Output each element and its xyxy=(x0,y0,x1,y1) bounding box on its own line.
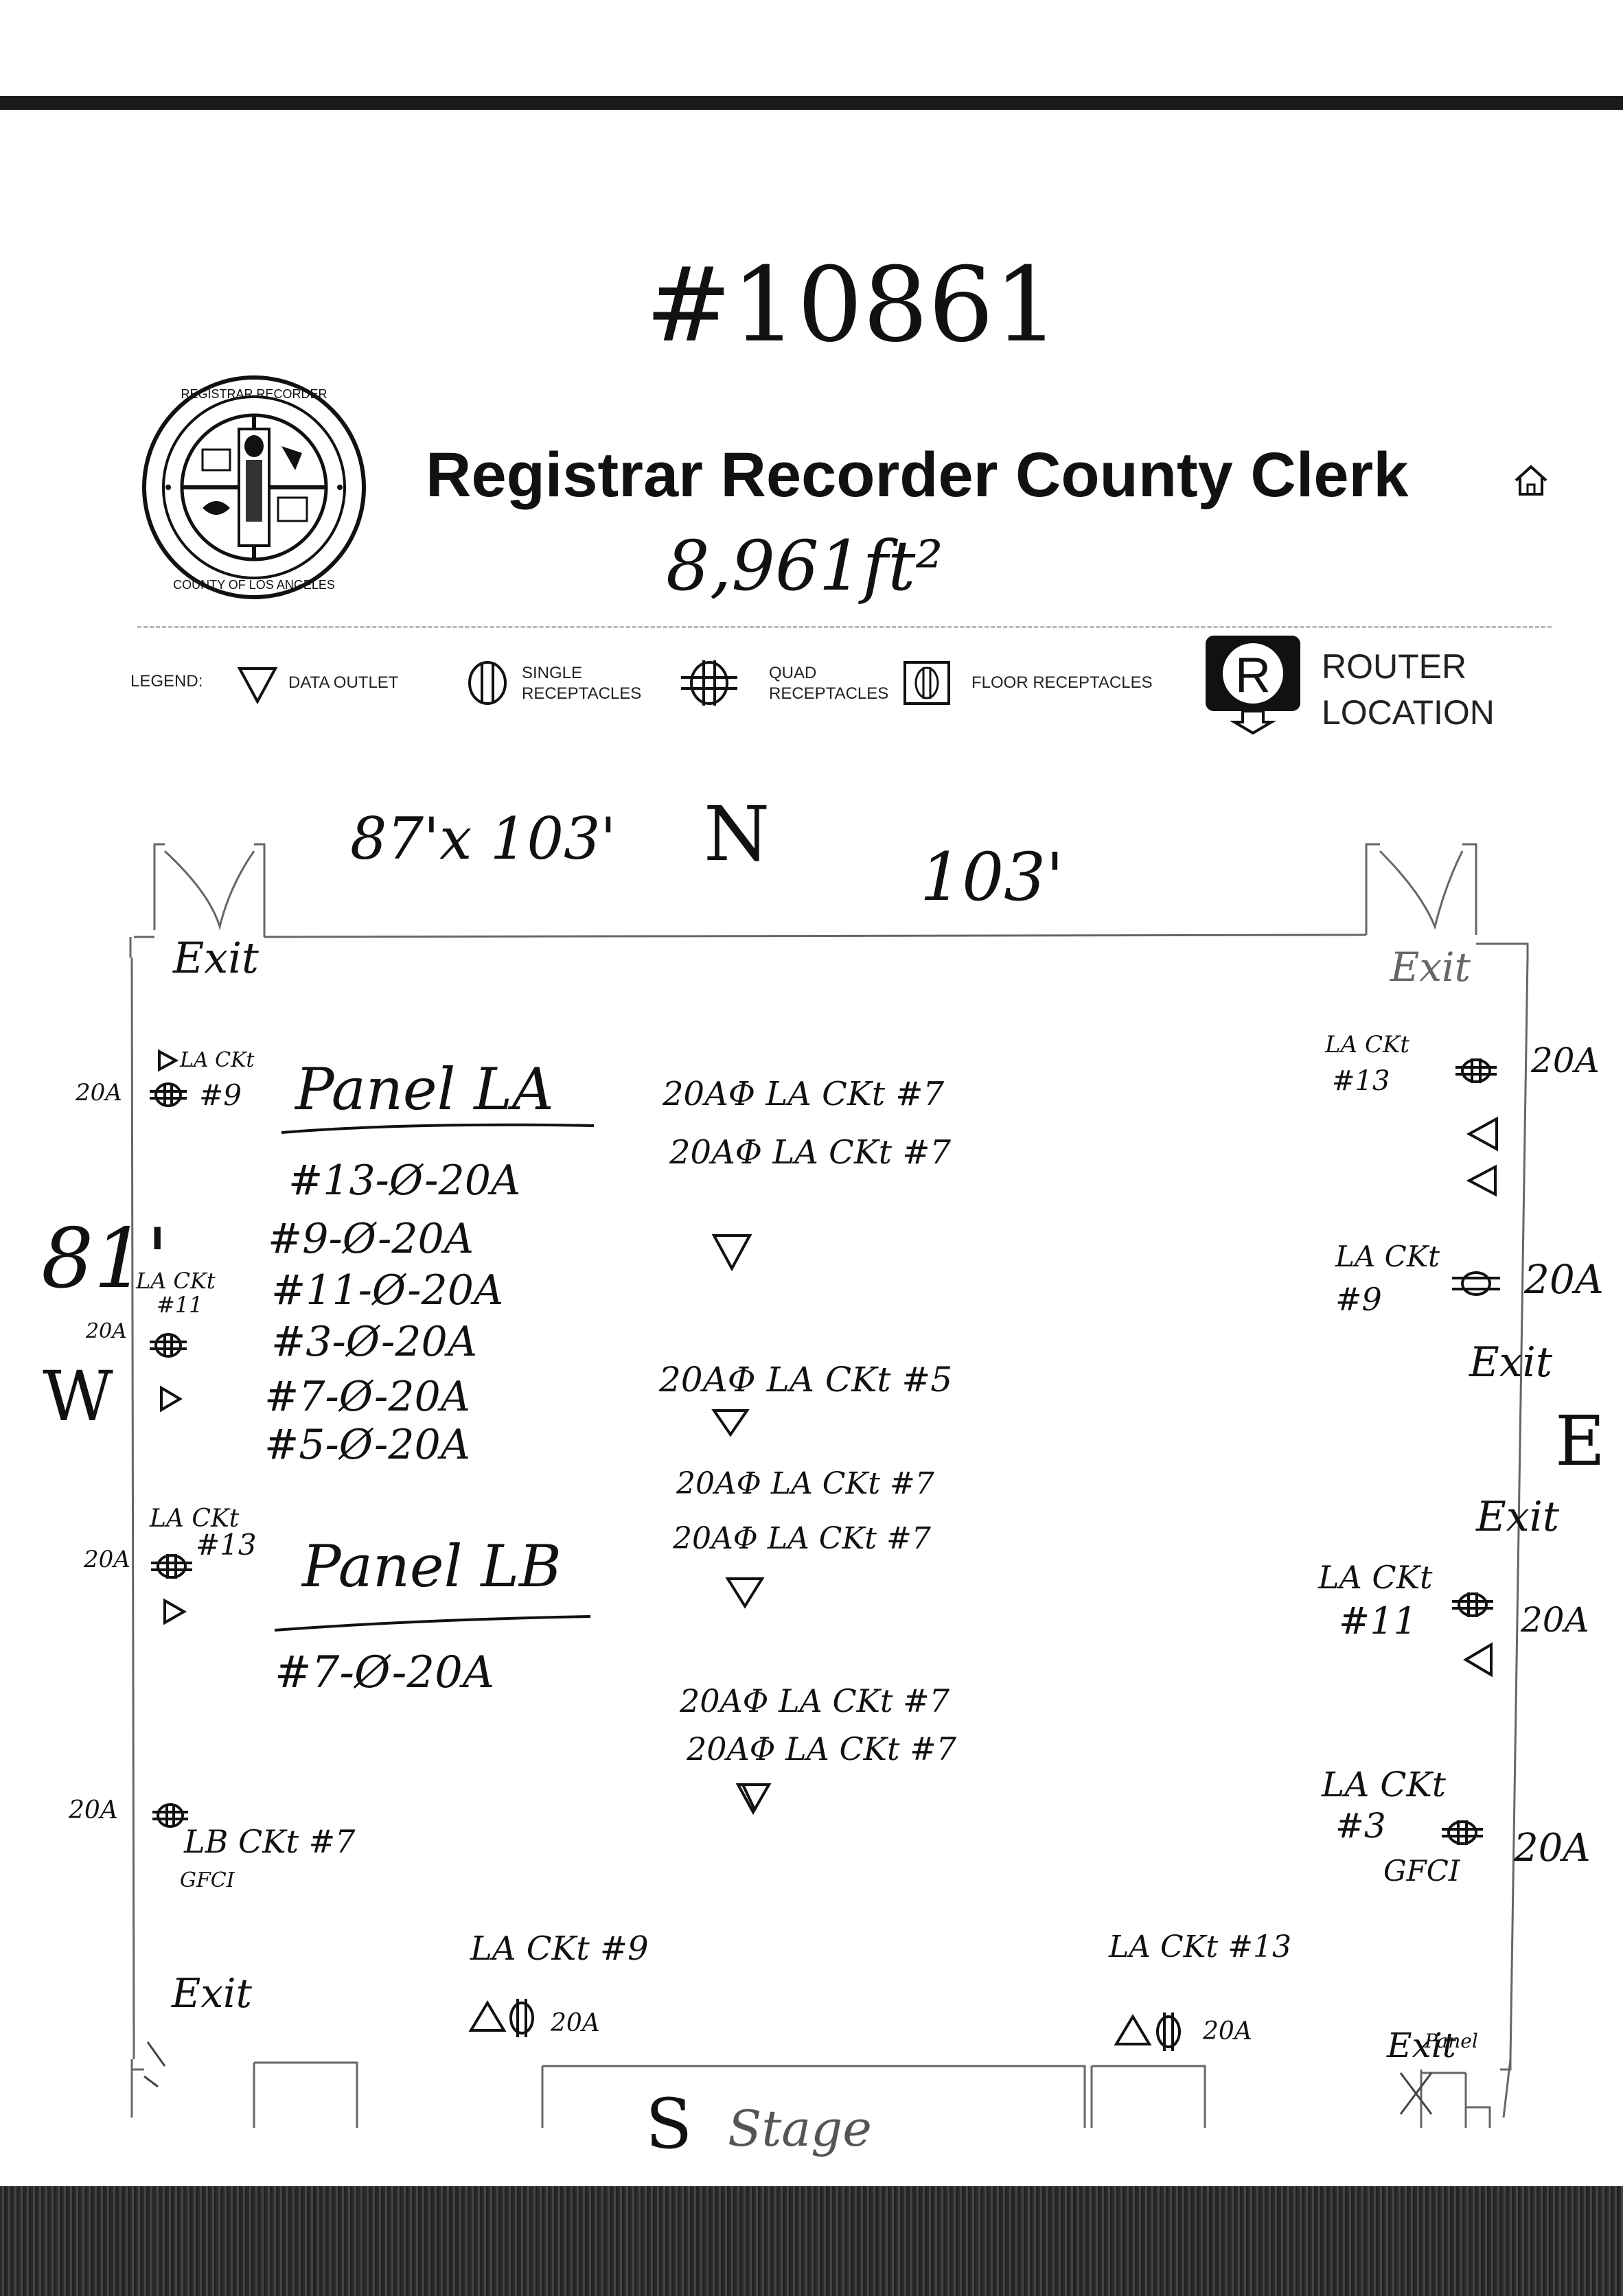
west-num-2: #11 xyxy=(157,1292,203,1318)
east-ckt-2: LA CKt xyxy=(1335,1240,1440,1273)
home-icon xyxy=(1515,465,1547,496)
west-num-3: #13 xyxy=(196,1528,257,1562)
panel-la-circuit: #5-Ø-20A xyxy=(264,1421,471,1469)
legend-single-2: RECEPTACLES xyxy=(522,684,642,703)
west-ckt-2: LA CKt xyxy=(136,1268,216,1294)
dimension-top: 103' xyxy=(920,839,1064,916)
svg-text:COUNTY OF LOS ANGELES: COUNTY OF LOS ANGELES xyxy=(173,578,335,592)
stage-label: Stage xyxy=(728,2100,872,2157)
exit-east-2: Exit xyxy=(1476,1493,1559,1541)
panel-location-label: Panel xyxy=(1425,2030,1478,2052)
legend: LEGEND: DATA OUTLET SINGLE RECEPTACLES Q… xyxy=(89,631,1558,734)
legend-data-outlet: DATA OUTLET xyxy=(288,673,399,692)
panel-lb-title: Panel LB xyxy=(302,1533,562,1600)
exit-southeast: Exit xyxy=(1387,2026,1456,2065)
dimension-left: 81' xyxy=(41,1211,169,1307)
compass-south: S xyxy=(645,2084,693,2164)
west-ckt-4: LB CKt #7 xyxy=(184,1823,356,1860)
west-ckt-3: LA CKt xyxy=(150,1505,240,1533)
exit-northwest: Exit xyxy=(173,933,259,983)
quad-receptacle-icon xyxy=(681,660,737,706)
router-location-icon: R xyxy=(1206,636,1300,734)
west-note-4: GFCI xyxy=(180,1868,235,1892)
south-right-ckt: LA CKt #13 xyxy=(1109,1929,1292,1964)
east-ckt-1: LA CKt xyxy=(1325,1031,1410,1058)
west-num-1: #9 xyxy=(199,1078,242,1112)
east-num-3: #11 xyxy=(1339,1599,1417,1643)
legend-router-1: ROUTER xyxy=(1322,647,1467,686)
panel-la-circuit: #11-Ø-20A xyxy=(271,1266,504,1314)
east-note-4: GFCI xyxy=(1383,1854,1460,1888)
svg-text:R: R xyxy=(1235,648,1271,703)
east-amp-2: 20A xyxy=(1524,1256,1604,1303)
floor-receptacle-icon xyxy=(903,661,950,705)
compass-north: N xyxy=(704,790,770,878)
south-left-ckt: LA CKt #9 xyxy=(470,1929,649,1968)
panel-lb-circuit: #7-Ø-20A xyxy=(275,1647,495,1698)
panel-la-circuit: #7-Ø-20A xyxy=(264,1373,471,1421)
west-amp-2: 20A xyxy=(86,1319,127,1343)
east-ckt-3: LA CKt xyxy=(1318,1559,1433,1596)
east-num-1: #13 xyxy=(1332,1065,1390,1097)
panel-la-circuit: #3-Ø-20A xyxy=(271,1318,478,1366)
legend-single-1: SINGLE xyxy=(522,664,583,682)
east-num-4: #3 xyxy=(1335,1806,1386,1846)
legend-heading: LEGEND: xyxy=(130,672,203,691)
west-amp-4: 20A xyxy=(69,1796,118,1824)
center-label: 20AΦ LA CKt #7 xyxy=(669,1133,952,1172)
south-left-amp: 20A xyxy=(551,2009,600,2037)
center-label: 20AΦ LA CKt #7 xyxy=(663,1075,945,1113)
scan-edge-bottom xyxy=(0,2186,1623,2296)
center-label: 20AΦ LA CKt #7 xyxy=(680,1682,949,1719)
legend-floor: FLOOR RECEPTACLES xyxy=(971,673,1153,692)
county-seal-logo: REGISTRAR RECORDER COUNTY OF LOS ANGELES xyxy=(142,375,366,599)
west-amp-1: 20A xyxy=(76,1079,122,1106)
svg-text:REGISTRAR RECORDER: REGISTRAR RECORDER xyxy=(181,387,327,401)
legend-router-2: LOCATION xyxy=(1322,693,1495,732)
exit-east-1: Exit xyxy=(1469,1338,1552,1387)
exit-southwest: Exit xyxy=(172,1970,252,2017)
panel-la-circuit: #13-Ø-20A xyxy=(288,1157,521,1205)
panel-la-circuit: #9-Ø-20A xyxy=(268,1215,474,1263)
compass-west: W xyxy=(43,1356,113,1437)
center-label: 20AΦ LA CKt #7 xyxy=(687,1730,956,1767)
east-ckt-4: LA CKt xyxy=(1322,1765,1446,1805)
data-outlet-icon xyxy=(237,667,278,704)
east-num-2: #9 xyxy=(1335,1281,1382,1318)
exit-northeast: Exit xyxy=(1390,944,1471,990)
center-label: 20AΦ LA CKt #7 xyxy=(676,1466,934,1501)
center-label: 20AΦ LA CKt #7 xyxy=(673,1521,931,1556)
legend-quad-2: RECEPTACLES xyxy=(769,684,889,703)
west-amp-3: 20A xyxy=(84,1546,130,1573)
scan-edge-top xyxy=(0,96,1623,110)
south-right-amp: 20A xyxy=(1203,2017,1252,2045)
east-amp-4: 20A xyxy=(1514,1826,1591,1870)
page-title: Registrar Recorder County Clerk xyxy=(426,440,1409,510)
compass-east: E xyxy=(1555,1401,1605,1481)
center-label: 20AΦ LA CKt #5 xyxy=(659,1360,953,1400)
area-annotation: 8,961ft² xyxy=(666,526,943,606)
job-number: #10861 xyxy=(645,246,1059,365)
panel-la-title: Panel LA xyxy=(295,1056,554,1123)
single-receptacle-icon xyxy=(468,661,507,705)
east-amp-3: 20A xyxy=(1521,1600,1589,1640)
west-ckt-1: LA CKt xyxy=(180,1048,255,1072)
header-divider xyxy=(137,626,1552,628)
legend-quad-1: QUAD xyxy=(769,664,817,682)
east-amp-1: 20A xyxy=(1531,1041,1600,1080)
dimensions-note: 87'x 103' xyxy=(350,805,617,872)
